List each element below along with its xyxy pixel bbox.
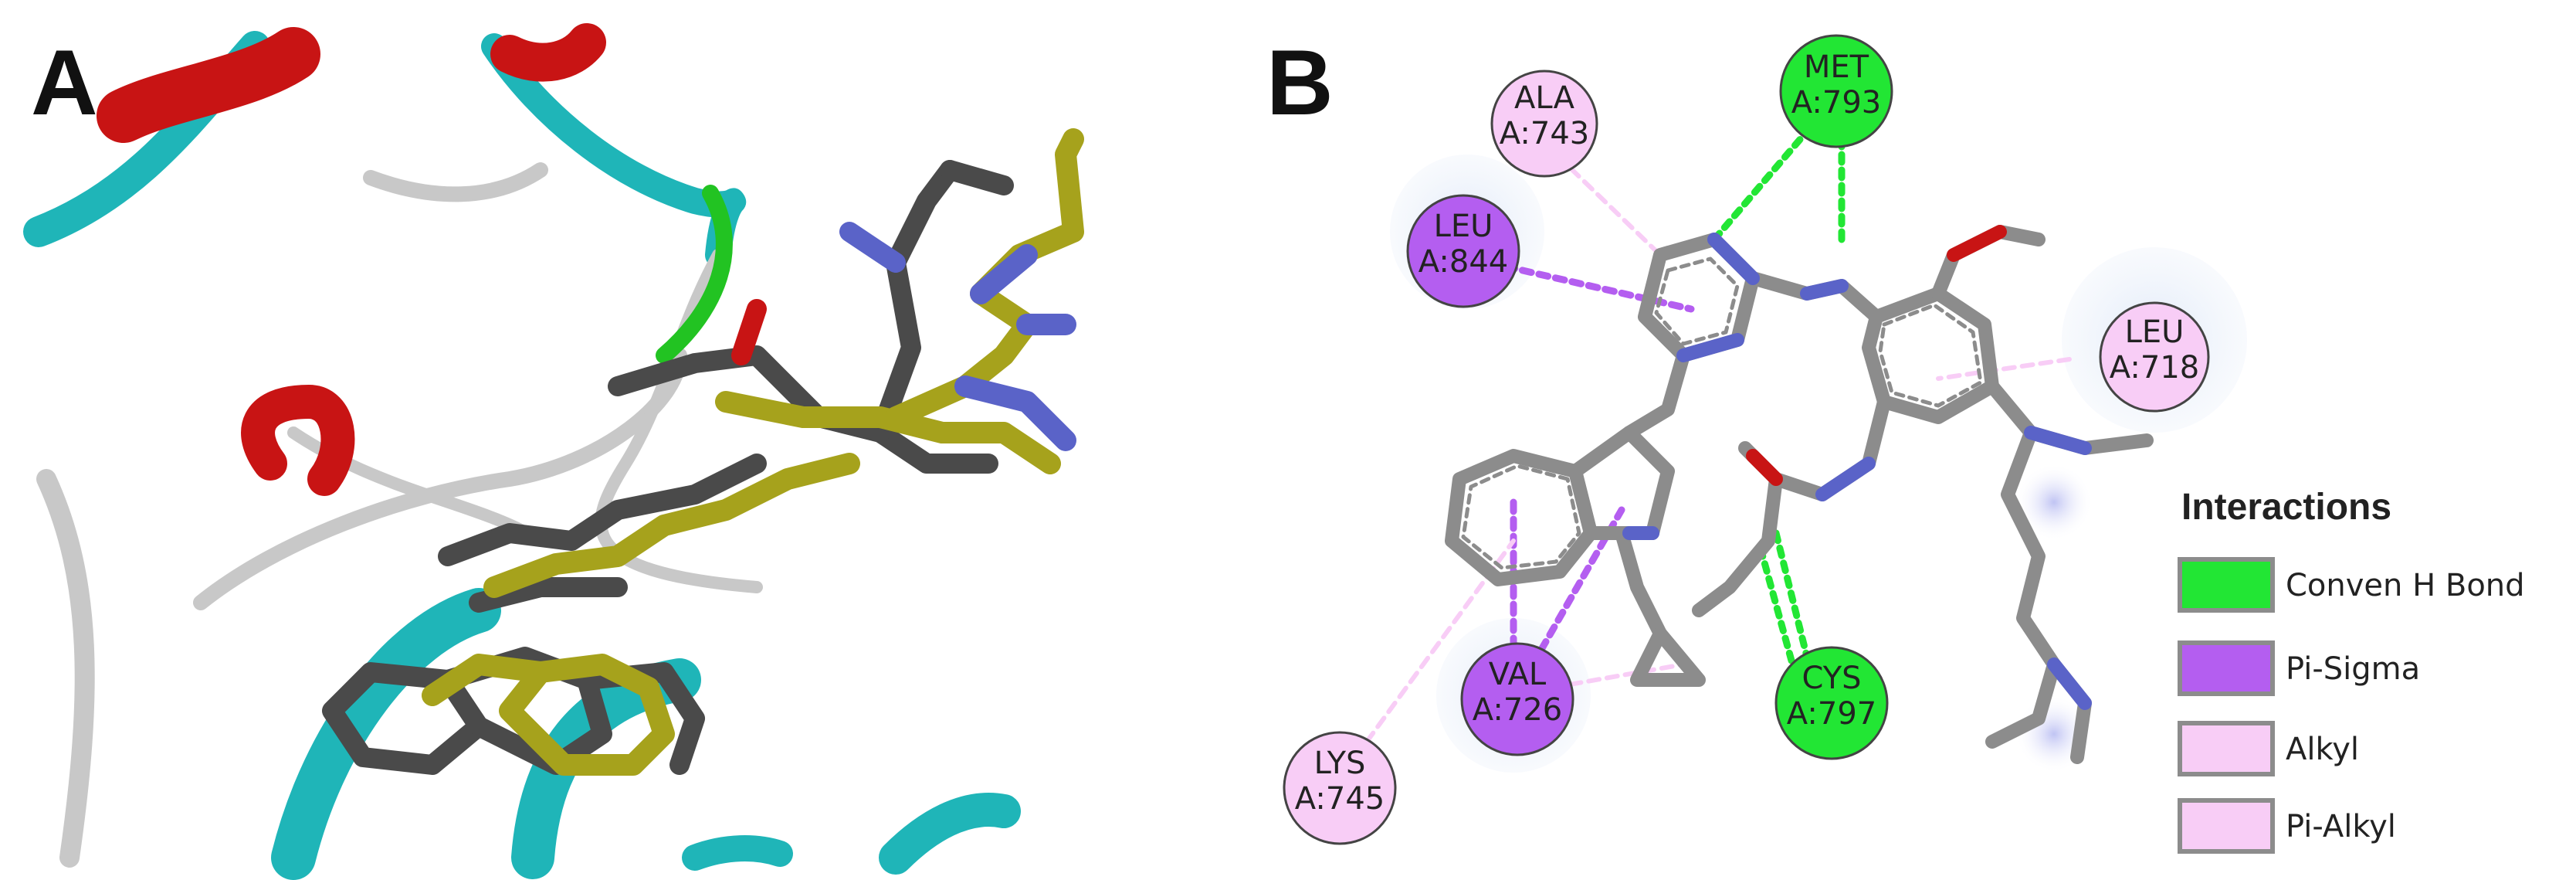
legend-item: Pi-Sigma xyxy=(2178,640,2420,696)
nitrogen-bond xyxy=(1815,457,1876,501)
residue-position: A:718 xyxy=(2110,350,2199,386)
beta-strand xyxy=(879,793,1021,875)
ligand-yellow xyxy=(422,128,1084,776)
legend-item: Conven H Bond xyxy=(2178,557,2525,613)
residue-name: VAL xyxy=(1489,657,1547,692)
ligand-2d-structure xyxy=(1445,225,2154,764)
panel-a: A xyxy=(23,23,1084,880)
residue-position: A:743 xyxy=(1500,116,1589,151)
beta-strand xyxy=(271,588,501,880)
interactions-legend: Interactions Conven H Bond Pi-Sigma Alky… xyxy=(2178,487,2525,854)
legend-item: Alkyl xyxy=(2178,721,2359,776)
legend-label: Pi-Sigma xyxy=(2286,651,2420,687)
residue-name: LYS xyxy=(1314,746,1366,781)
legend-item: Pi-Alkyl xyxy=(2178,798,2396,854)
legend-label: Conven H Bond xyxy=(2286,568,2525,603)
residue-lys745: LYS A:745 xyxy=(1283,731,1397,845)
residue-circle xyxy=(2099,301,2210,413)
residue-name: MET xyxy=(1804,49,1869,85)
legend-swatch xyxy=(2178,721,2275,776)
residue-cys797: CYS A:797 xyxy=(1774,646,1889,760)
panel-label-b: B xyxy=(1266,31,1334,134)
beta-strand xyxy=(481,33,746,268)
residue-met793: MET A:793 xyxy=(1779,34,1893,148)
legend-title: Interactions xyxy=(2181,487,2391,528)
oxygen-bond xyxy=(1947,225,2007,262)
panel-label-a: A xyxy=(31,31,98,134)
hbond-interaction-line xyxy=(1772,529,1811,661)
residue-circle xyxy=(1779,34,1893,148)
alkyl-interaction-line xyxy=(1550,662,1686,690)
turn xyxy=(656,185,733,364)
protein-cartoon xyxy=(23,23,1021,880)
residue-val726: VAL A:726 xyxy=(1460,642,1574,756)
alpha-helix xyxy=(97,27,320,143)
legend-swatch xyxy=(2178,798,2275,854)
nitrogen-bond xyxy=(2047,657,2092,710)
residue-circle xyxy=(1490,70,1598,178)
residue-position: A:793 xyxy=(1791,85,1881,121)
nitrogen-glow xyxy=(2015,464,2093,541)
residue-ala743: ALA A:743 xyxy=(1490,70,1598,178)
residue-leu844: LEU A:844 xyxy=(1406,194,1520,308)
nitrogen-bond xyxy=(1800,279,1849,301)
alkyl-interaction-line xyxy=(1936,357,2072,381)
beta-strand xyxy=(36,469,95,868)
legend-label: Pi-Alkyl xyxy=(2286,809,2396,844)
residue-position: A:726 xyxy=(1473,692,1562,728)
panel-b: B xyxy=(1266,31,2525,854)
residue-leu718: LEU A:718 xyxy=(2099,301,2210,413)
residue-position: A:797 xyxy=(1787,696,1876,732)
residue-position: A:745 xyxy=(1295,781,1385,817)
residue-circle xyxy=(1283,731,1397,845)
hbond-interaction-line xyxy=(1757,545,1795,664)
beta-strand xyxy=(682,835,793,871)
coil xyxy=(363,162,548,202)
legend-swatch xyxy=(2178,557,2275,613)
residue-circle xyxy=(1406,194,1520,308)
residue-name: LEU xyxy=(2125,314,2185,350)
alpha-helix xyxy=(490,23,606,82)
nitrogen-bond xyxy=(1707,233,1760,285)
residue-name: CYS xyxy=(1802,661,1861,696)
residue-circle xyxy=(1460,642,1574,756)
residue-position: A:844 xyxy=(1418,244,1508,280)
residue-name: ALA xyxy=(1514,80,1575,116)
nitrogen-bond xyxy=(2024,426,2092,455)
oxygen-bond xyxy=(1746,449,1783,486)
alpha-helix xyxy=(241,385,355,496)
residue-name: LEU xyxy=(1434,209,1493,244)
legend-swatch xyxy=(2178,640,2275,696)
residue-circle xyxy=(1774,646,1889,760)
nitrogen-bond xyxy=(1676,333,1744,362)
legend-label: Alkyl xyxy=(2286,732,2359,767)
